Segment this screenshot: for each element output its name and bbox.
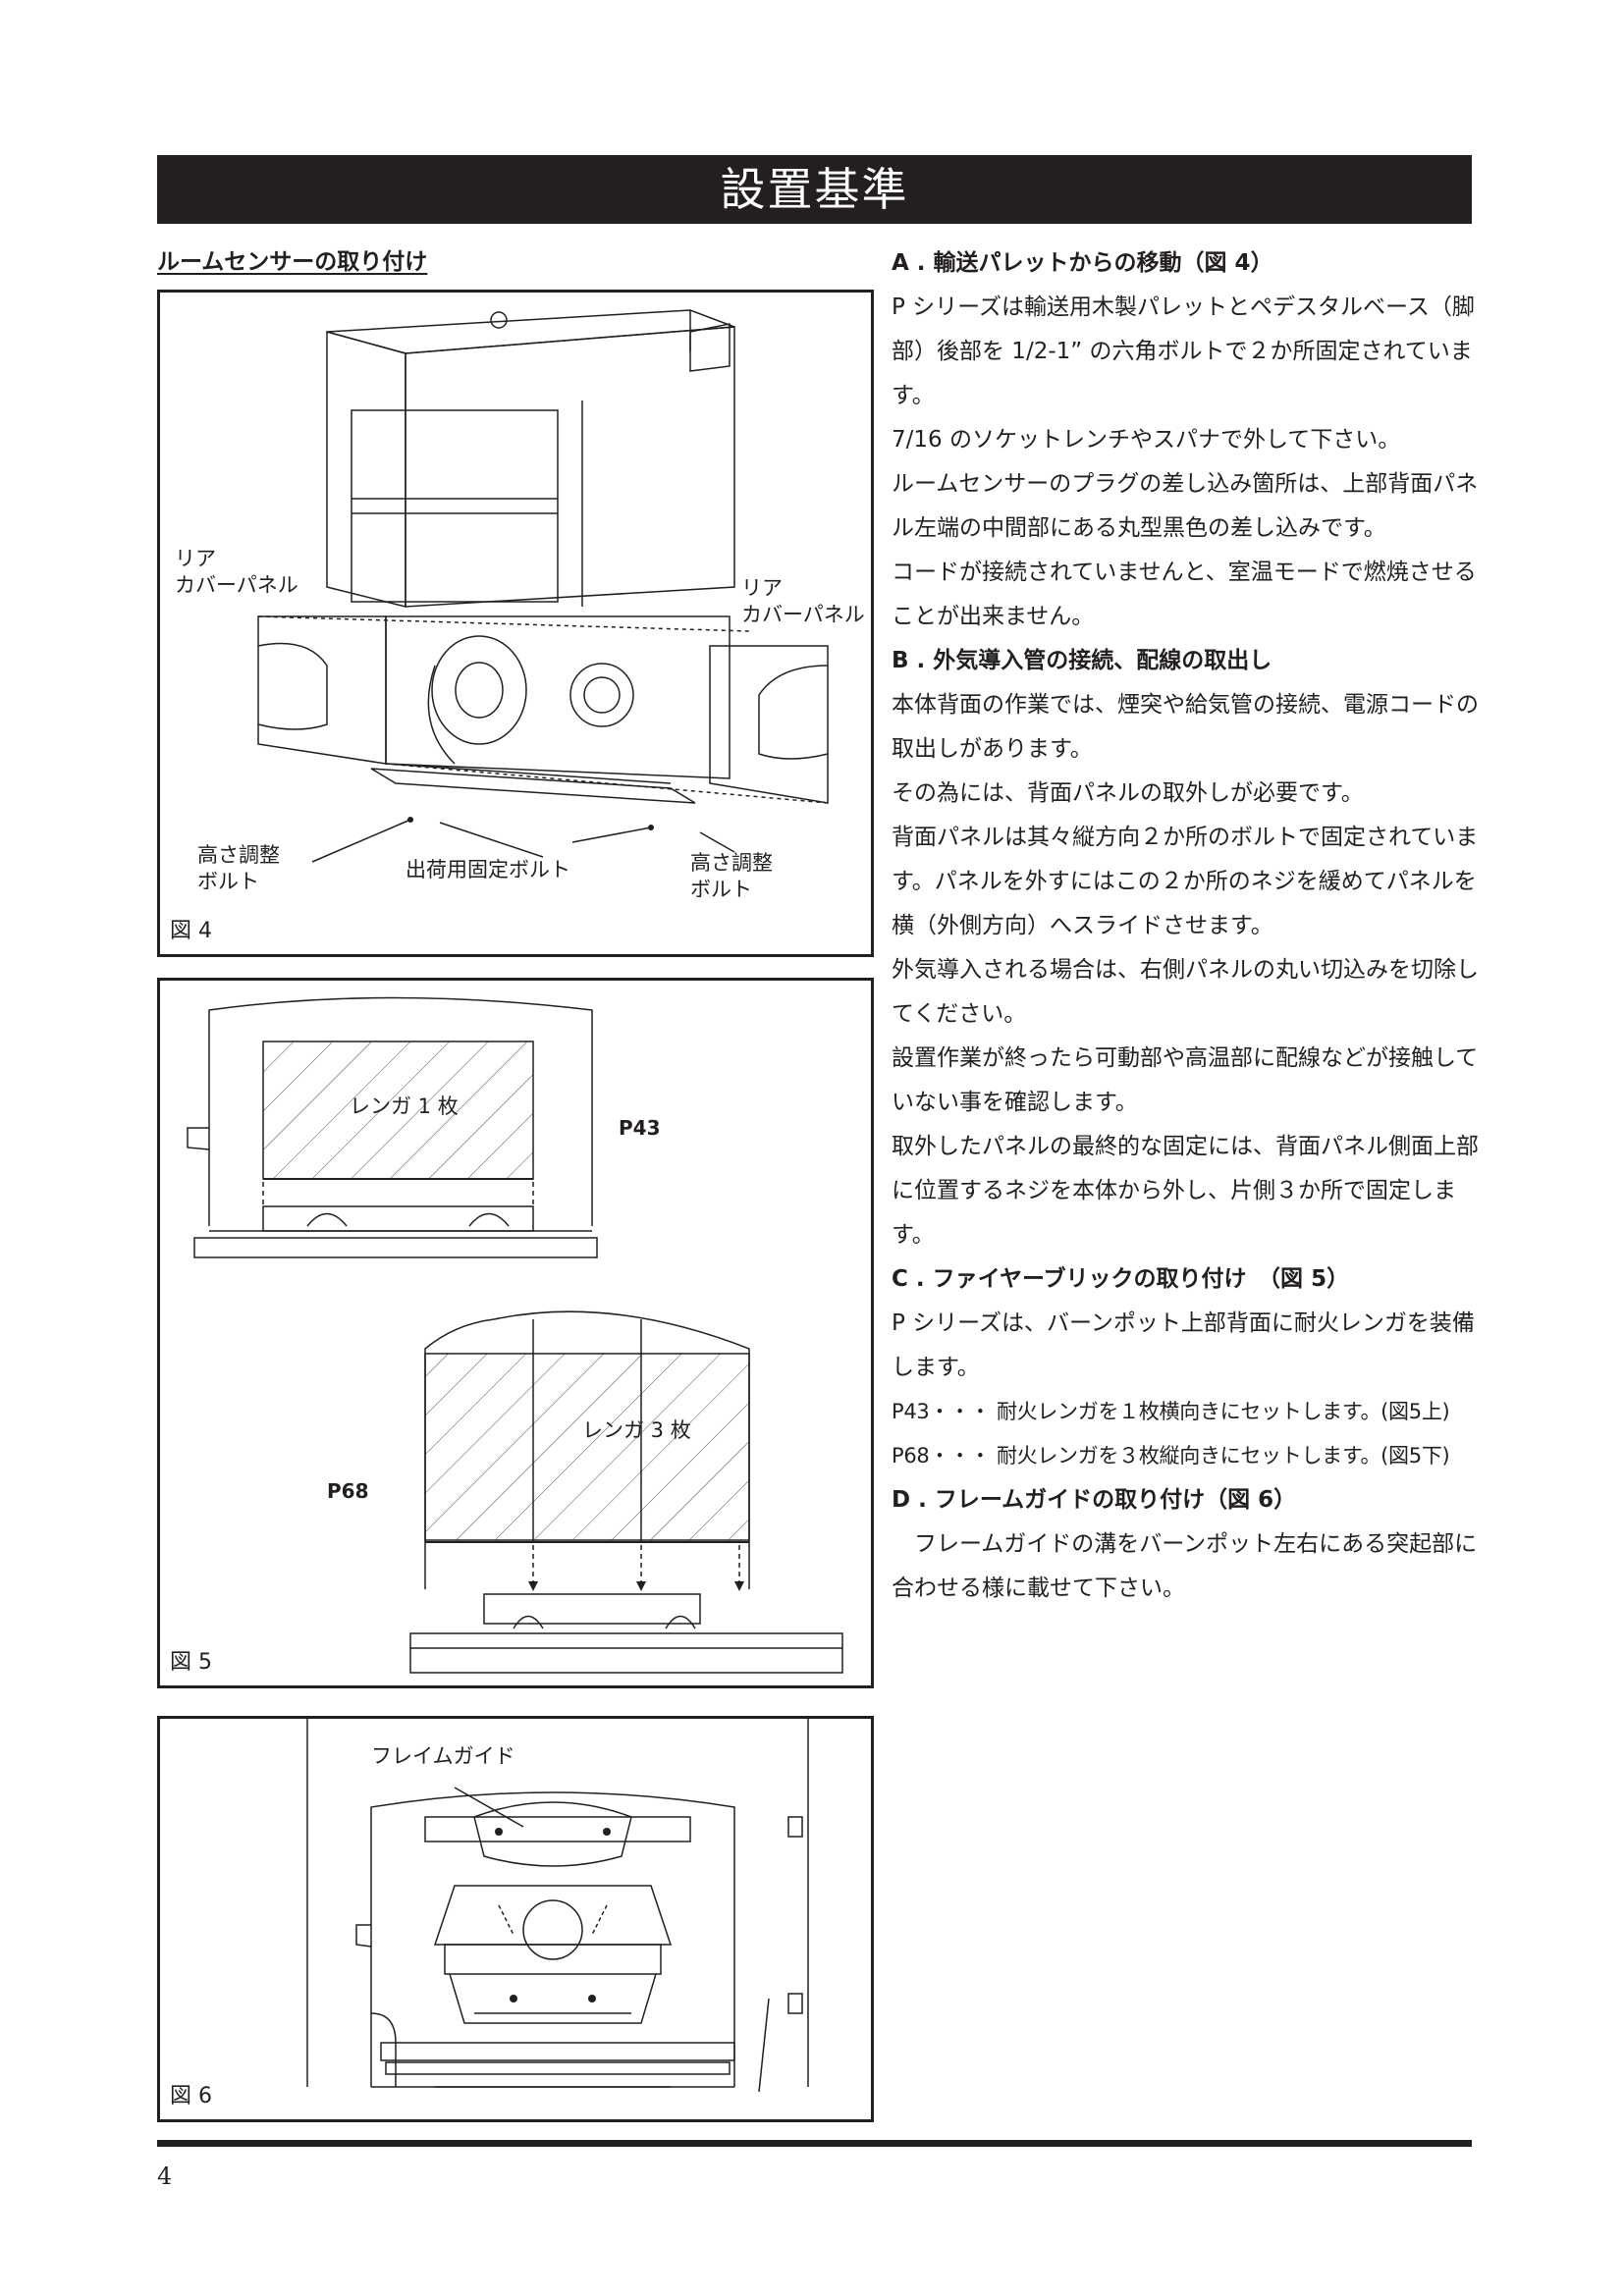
figure-5-label: 図 5 [170, 1650, 212, 1675]
figure-4-drawing [257, 309, 829, 863]
page-number: 4 [157, 2163, 173, 2190]
figure-5: レンガ 1 枚 レンガ 3 枚 P43 P68 図 5 [157, 978, 874, 1688]
section-d-heading: D . フレームガイドの取り付け（図 6） [892, 1487, 1297, 1513]
brick-one-label: レンガ 1 枚 [350, 1095, 459, 1118]
figure-6-drawing [306, 1719, 809, 2093]
figure-5-drawing [187, 996, 843, 1674]
section-a-paragraph: ルームセンサーのプラグの差し込み箇所は、上部背面パネル左端の中間部にある丸型黒色… [892, 471, 1479, 541]
figure-6-label: 図 6 [170, 2084, 212, 2109]
height-adjust-bolt-right-label: 高さ調整 ボルト [690, 851, 773, 901]
rear-cover-panel-left-label: リア カバーパネル [175, 547, 298, 597]
page-title: 設置基準 [720, 163, 909, 216]
section-heading: ルームセンサーの取り付け [157, 249, 428, 275]
model-p68-label: P68 [327, 1479, 369, 1503]
section-a-heading: A . 輸送パレットからの移動（図 4） [892, 250, 1273, 276]
page-title-bar: 設置基準 [157, 155, 1472, 224]
section-b-heading: B . 外気導入管の接続、配線の取出し [892, 648, 1272, 673]
section-b-paragraph: 設置作業が終ったら可動部や高温部に配線などが接触していない事を確認します。 [892, 1045, 1479, 1115]
section-c-p43-note: P43・・・ 耐火レンガを１枚横向きにセットします。(図5上) [892, 1400, 1450, 1423]
footer-rule [157, 2140, 1472, 2147]
model-p43-label: P43 [619, 1116, 661, 1140]
section-b-paragraph: その為には、背面パネルの取外しが必要です。 [892, 780, 1364, 806]
rear-cover-panel-right-label: リア カバーパネル [741, 576, 865, 626]
section-c-p68-note: P68・・・ 耐火レンガを３枚縦向きにセットします。(図5下) [892, 1444, 1450, 1468]
section-a-paragraph: P シリーズは輸送用木製パレットとペデスタルベース（脚部）後部を 1/2-1” … [892, 294, 1475, 408]
section-d-paragraph: フレームガイドの溝をバーンポット左右にある突起部に合わせる様に載せて下さい。 [892, 1531, 1478, 1601]
section-b-paragraph: 背面パネルは其々縦方向２か所のボルトで固定されています。パネルを外すにはこの２か… [892, 825, 1479, 938]
brick-three-label: レンガ 3 枚 [582, 1418, 691, 1442]
section-c-paragraph: P シリーズは、バーンポット上部背面に耐火レンガを装備します。 [892, 1310, 1475, 1380]
figure-6: フレイムガイド 図 6 [157, 1716, 874, 2122]
shipping-bolt-label: 出荷用固定ボルト [406, 858, 570, 881]
section-b-paragraph: 外気導入される場合は、右側パネルの丸い切込みを切除してください。 [892, 957, 1479, 1027]
section-b-paragraph: 取外したパネルの最終的な固定には、背面パネル側面上部に位置するネジを本体から外し… [892, 1134, 1479, 1248]
flame-guide-label: フレイムガイド [371, 1744, 515, 1768]
section-b-paragraph: 本体背面の作業では、煙突や給気管の接続、電源コードの取出しがあります。 [892, 692, 1479, 762]
figure-4-label: 図 4 [170, 919, 212, 943]
height-adjust-bolt-left-label: 高さ調整 ボルト [197, 843, 280, 893]
section-c-heading: C . ファイヤーブリックの取り付け （図 5） [892, 1266, 1350, 1292]
section-a-paragraph: 7/16 のソケットレンチやスパナで外して下さい。 [892, 427, 1401, 453]
instruction-text: A . 輸送パレットからの移動（図 4） P シリーズは輸送用木製パレットとペデ… [892, 241, 1481, 1611]
figure-4: リア カバーパネル リア カバーパネル 高さ調整 ボルト 出荷用固定ボルト 高さ… [157, 290, 874, 957]
section-a-paragraph: コードが接続されていませんと、室温モードで燃焼させることが出来ません。 [892, 560, 1477, 629]
